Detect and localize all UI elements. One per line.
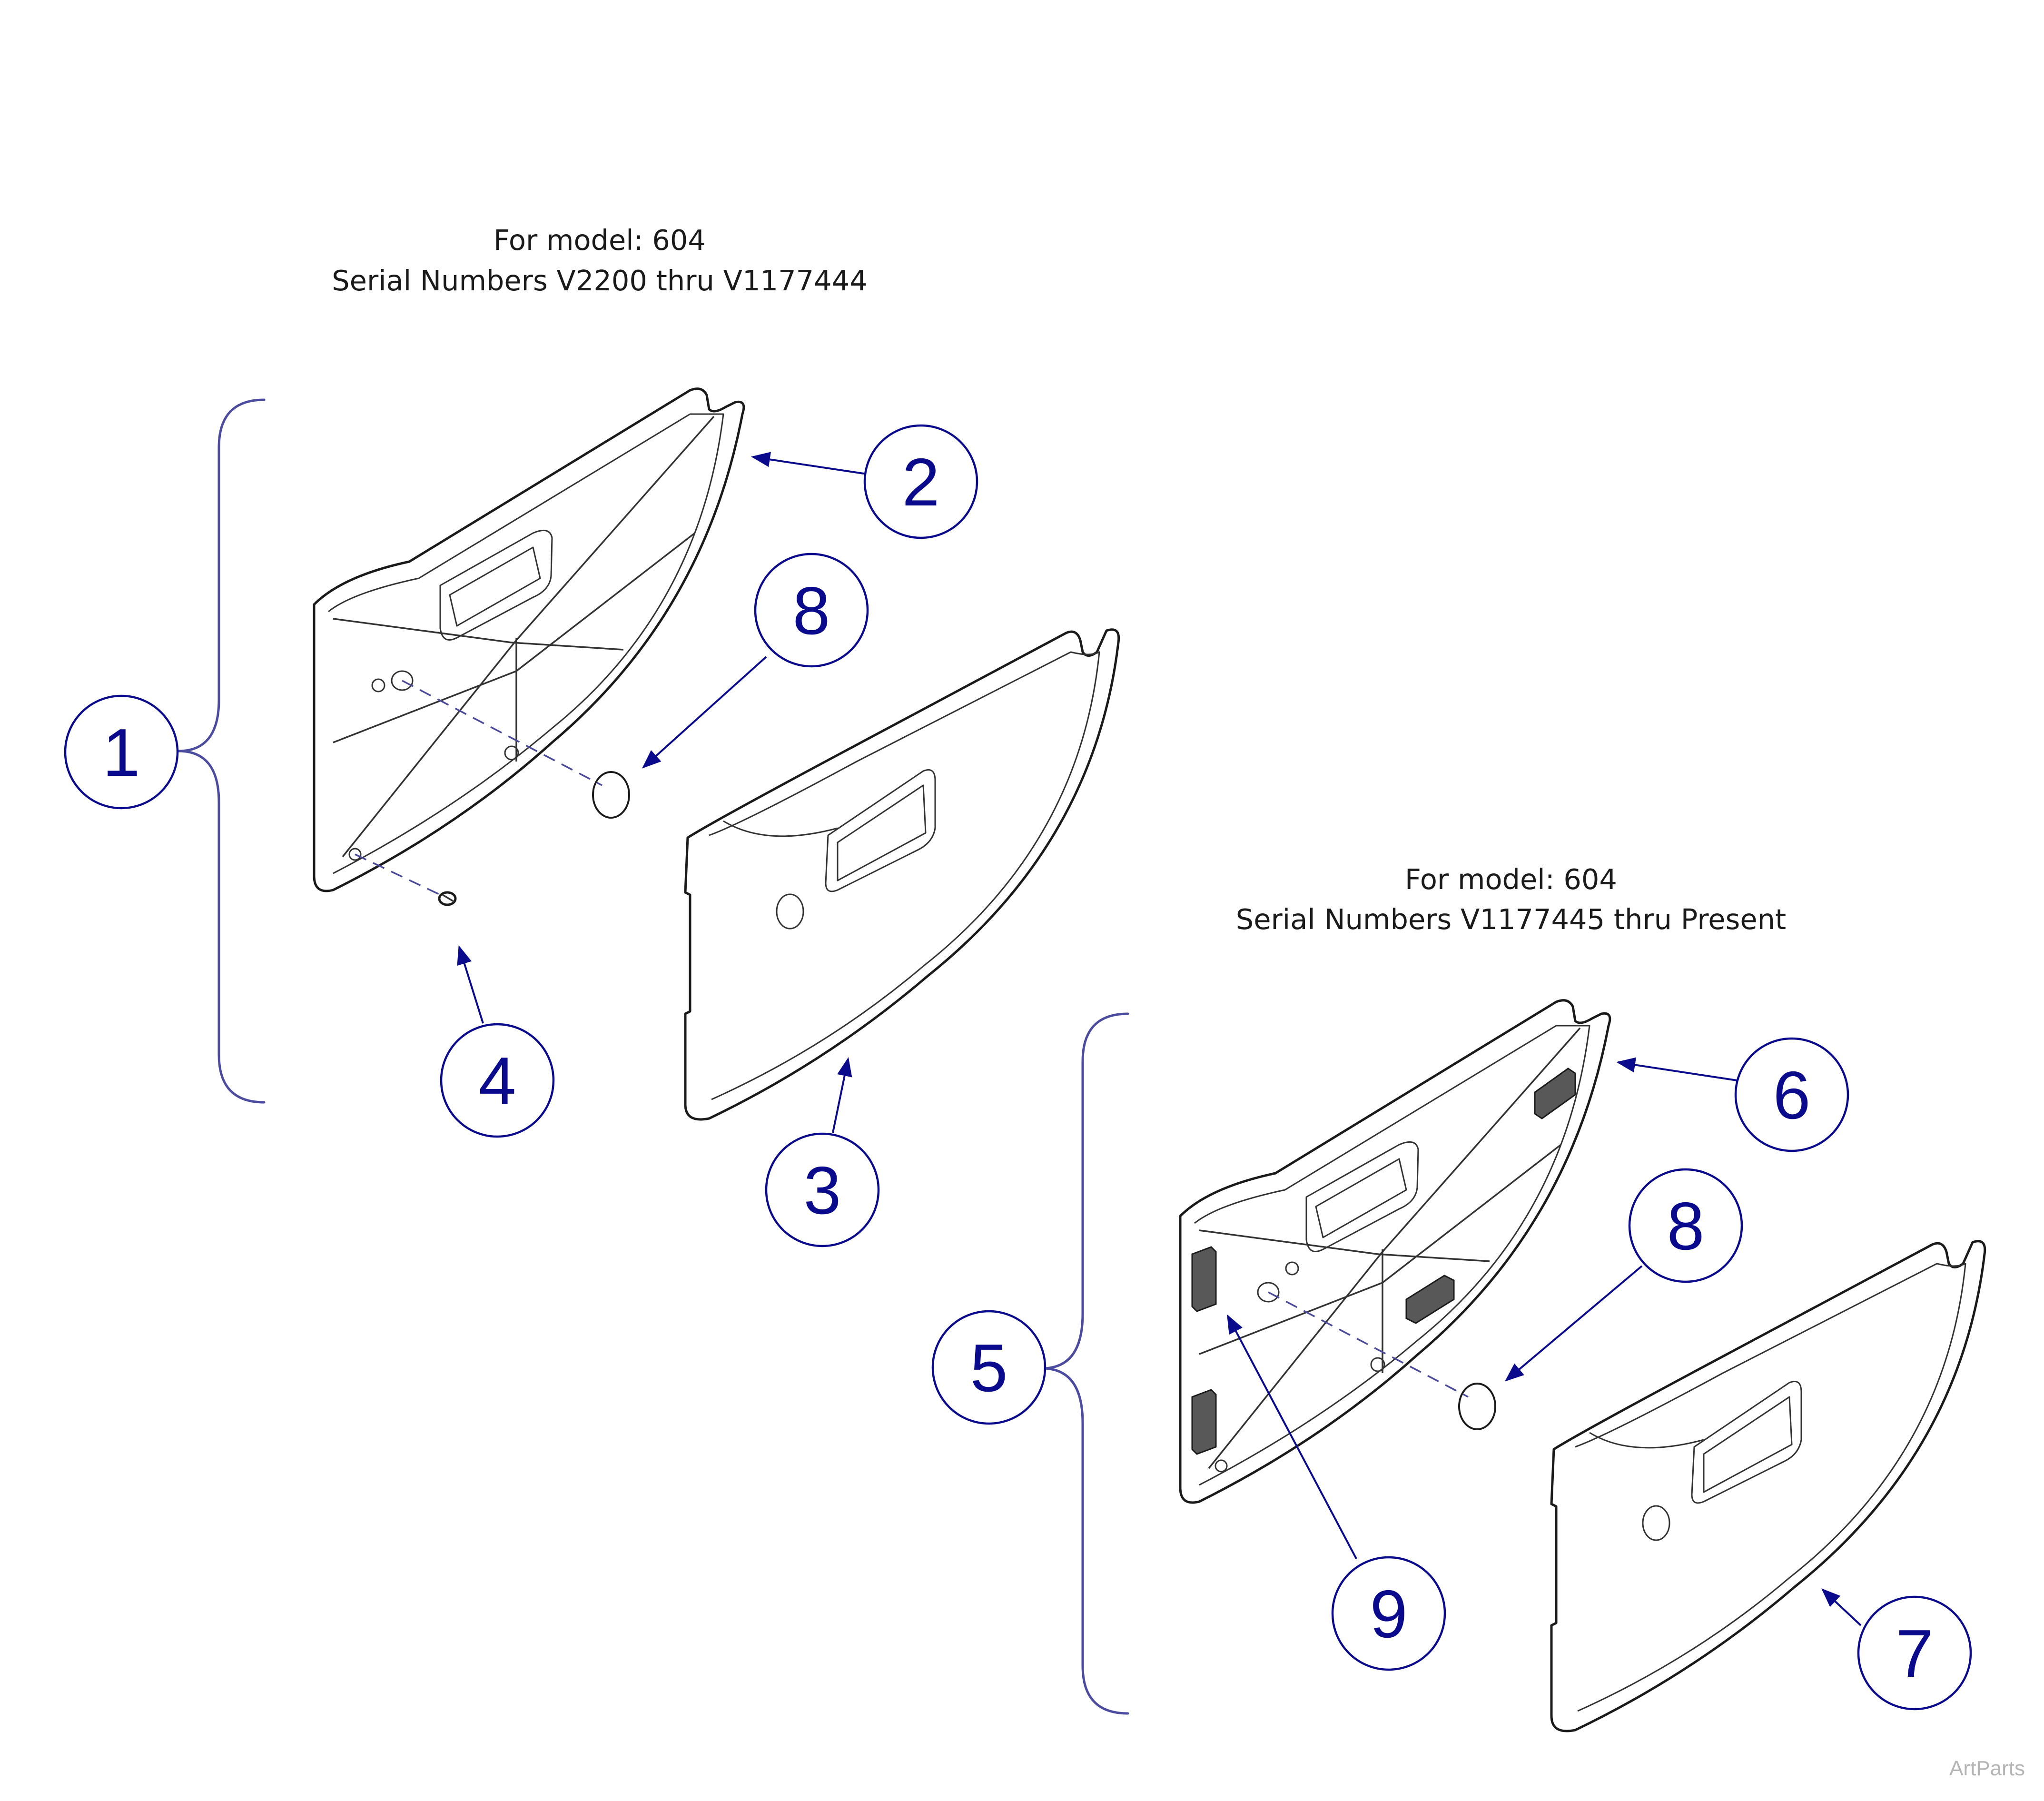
leader-4 <box>457 945 484 1024</box>
hole-plug-upper <box>592 771 630 819</box>
callout-9: 9 <box>1331 1556 1446 1671</box>
callout-3: 3 <box>765 1132 880 1247</box>
bumper-pads-lower <box>1191 1068 1576 1455</box>
svg-text:5: 5 <box>970 1330 1008 1406</box>
leader-3 <box>832 1057 852 1133</box>
callout-8-lower: 8 <box>1628 1168 1743 1283</box>
callout-8-upper: 8 <box>754 553 869 668</box>
caption-top-model: For model: 604 <box>494 224 706 257</box>
svg-text:2: 2 <box>902 445 940 520</box>
svg-text:1: 1 <box>103 715 140 791</box>
leader-2 <box>751 452 864 475</box>
assembly-line-screw-upper <box>355 853 441 896</box>
svg-text:9: 9 <box>1370 1576 1408 1652</box>
watermark-text: ArtParts <box>1949 1757 2025 1780</box>
callout-7: 7 <box>1857 1595 1972 1711</box>
screw-upper <box>438 891 457 906</box>
svg-text:4: 4 <box>479 1043 516 1119</box>
leader-7 <box>1821 1588 1862 1626</box>
assembly-line-plug-lower <box>1268 1291 1469 1398</box>
svg-text:6: 6 <box>1773 1058 1811 1133</box>
leader-6 <box>1616 1057 1738 1081</box>
leader-8-upper <box>642 656 767 769</box>
panel-front-upper <box>684 628 1120 1121</box>
panel-back-lower <box>1179 999 1611 1504</box>
svg-text:7: 7 <box>1896 1616 1934 1692</box>
callout-2: 2 <box>863 424 978 539</box>
caption-bottom-model: For model: 604 <box>1405 863 1617 896</box>
hole-plug-lower <box>1458 1383 1496 1430</box>
panel-front-lower <box>1550 1240 1986 1732</box>
svg-text:8: 8 <box>1667 1188 1705 1264</box>
callout-6: 6 <box>1734 1037 1849 1152</box>
callout-1: 1 <box>64 694 179 810</box>
panel-back-upper <box>313 387 745 892</box>
callout-5: 5 <box>931 1310 1047 1425</box>
assembly-brace-upper <box>178 398 266 1104</box>
caption-top-serials: Serial Numbers V2200 thru V1177444 <box>332 264 868 297</box>
leader-9 <box>1227 1314 1357 1559</box>
assembly-brace-lower <box>1042 1012 1129 1715</box>
svg-text:3: 3 <box>804 1153 841 1228</box>
leader-8-lower <box>1504 1265 1643 1382</box>
svg-text:8: 8 <box>793 573 830 649</box>
caption-bottom-serials: Serial Numbers V1177445 thru Present <box>1236 903 1786 936</box>
callout-4: 4 <box>440 1023 555 1138</box>
assembly-line-plug-upper <box>402 680 602 786</box>
